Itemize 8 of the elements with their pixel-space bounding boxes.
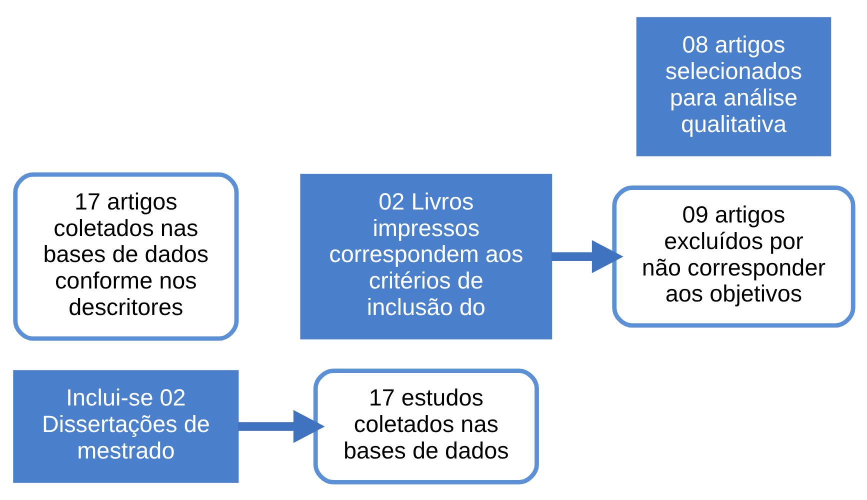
node-box: 02 Livros impressos correspondem aos critérios de inclusão do — [300, 174, 552, 340]
arrow — [238, 410, 325, 443]
node-box: Inclui-se 02 Dissertações de mestrado — [13, 370, 239, 483]
node-box: 17 artigos coletados nas bases de dados conforme nos descritores — [13, 172, 239, 341]
node-box: 17 estudos coletados nas bases de dados — [313, 368, 539, 484]
node-box: 09 artigos excluídos por não corresponder aos objetivos — [612, 186, 856, 328]
arrow — [552, 240, 624, 274]
node-box: 08 artigos selecionados para análise qualitativa — [636, 17, 832, 156]
